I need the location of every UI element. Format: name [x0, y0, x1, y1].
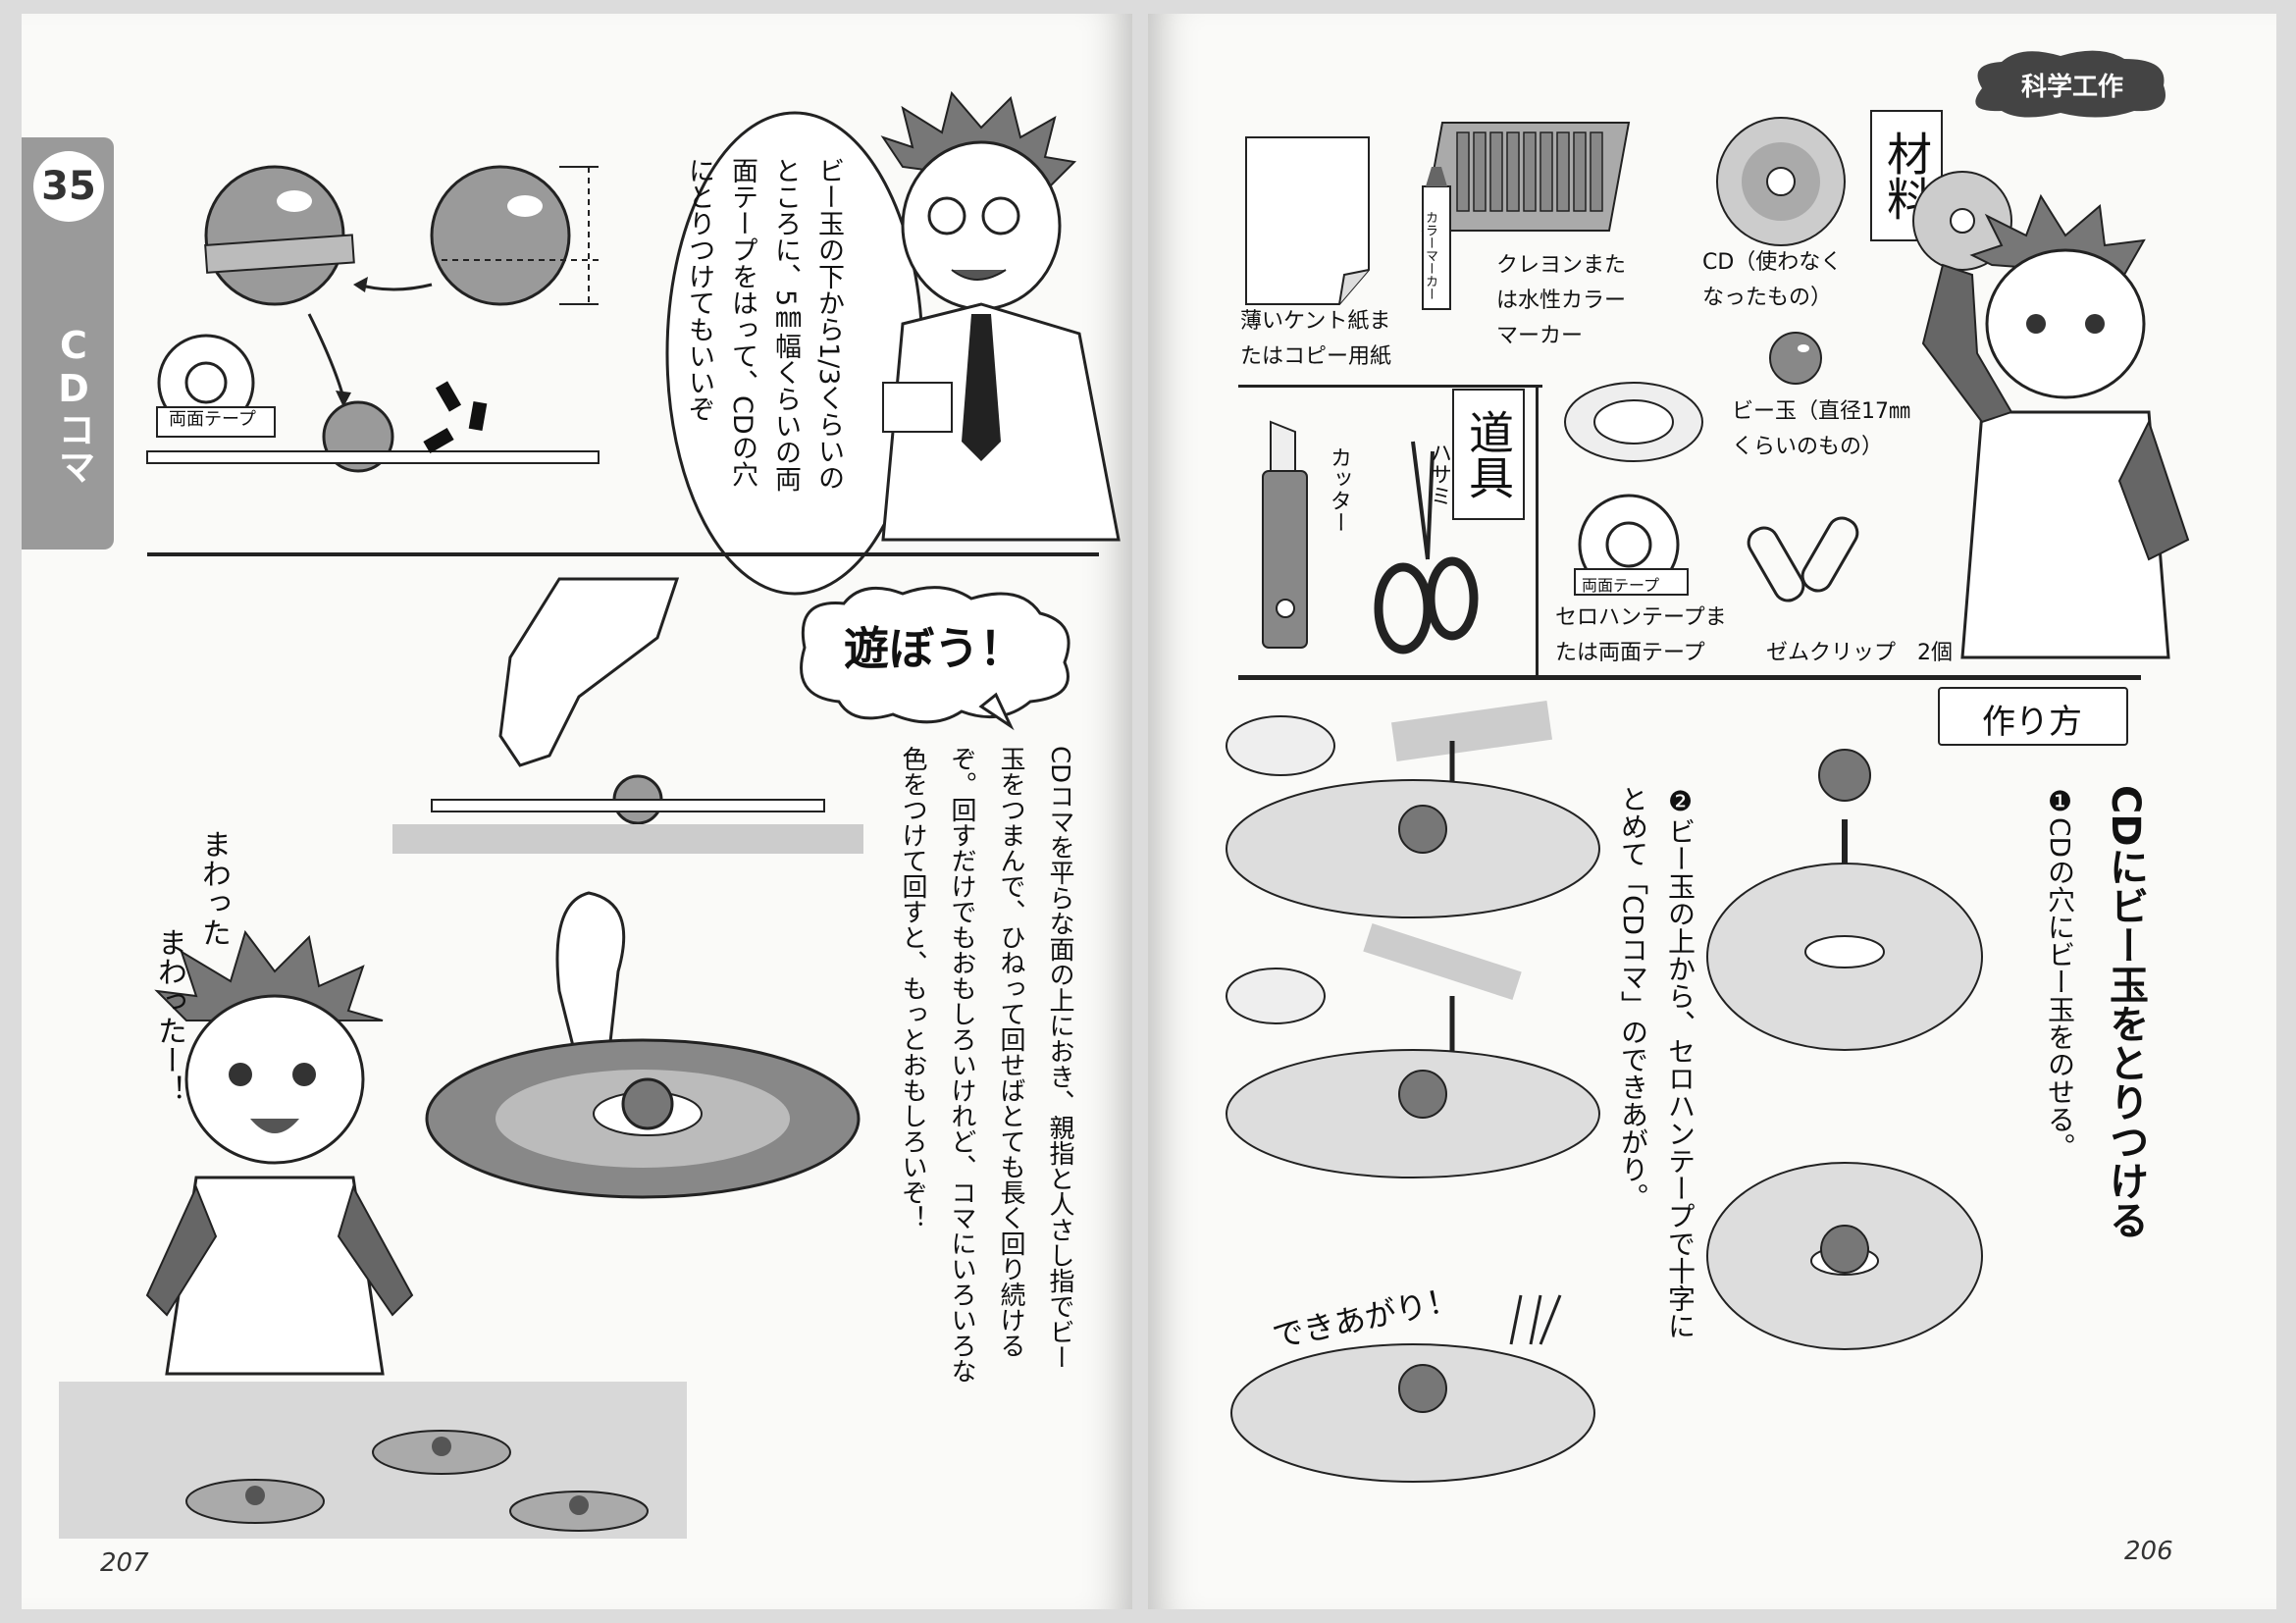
tools-box-border	[1536, 385, 1539, 675]
spinning-cd-illustration	[425, 891, 861, 1199]
marble-attach-diagram	[146, 165, 600, 473]
teacher-illustration	[880, 90, 1121, 542]
play-bubble	[800, 586, 1070, 731]
cd-label: CD（使わなくなったもの）	[1702, 250, 1843, 310]
marker-icon	[1422, 167, 1451, 310]
clips-label: ゼムクリップ 2個	[1766, 641, 1953, 665]
scissors-label: ハサミ	[1427, 442, 1451, 506]
chapter-number: 35	[33, 151, 104, 222]
boy-illustration	[145, 929, 414, 1376]
tape-roll-label: 両面テープ	[1582, 576, 1660, 595]
speech-bubble-text: ビー玉の下から1/3くらいの ところに、5㎜幅くらいの両 面テープをはって、CD…	[684, 157, 844, 493]
play-title: 遊ぼう！	[844, 622, 1024, 675]
step1-marble-drop	[1706, 749, 1983, 1051]
spinning-cds-on-table	[185, 1430, 649, 1532]
paper-icon	[1245, 136, 1370, 305]
corner-badge-cloud	[1975, 50, 2166, 118]
cd-icon	[1716, 117, 1846, 246]
page-number-left: 207	[100, 1548, 149, 1578]
step-title: CDにビー玉をとりつける	[2103, 785, 2148, 1239]
step1-cd-with-marble	[1706, 1162, 1983, 1350]
crayon-box-icon	[1421, 122, 1631, 232]
cutter-icon	[1262, 420, 1308, 649]
step2-text: ❷ビー玉の上から、セロハンテープで十字にとめて「CDコマ」のできあがり。	[1617, 785, 1696, 1339]
scissors-icon	[1374, 441, 1479, 654]
double-sided-tape-roll-icon	[1574, 494, 1689, 596]
tape-roll-icon	[1564, 382, 1703, 462]
materials-bottom	[1238, 675, 2141, 678]
cutter-label: カッター	[1327, 446, 1351, 533]
paper-clips-icon	[1747, 516, 1859, 602]
tape-label-right: セロハンテープまたは両面テープ	[1555, 605, 1727, 665]
hand-spinning-illustration	[392, 577, 863, 854]
tools-heading: 道具	[1452, 389, 1525, 520]
step2-tape-first	[1226, 701, 1600, 918]
materials-divider	[1238, 385, 1542, 388]
divider-line	[147, 552, 1099, 556]
howto-divider	[1238, 677, 2141, 680]
howto-sign-label: 作り方	[1982, 703, 2082, 742]
page-number-right: 206	[2124, 1537, 2173, 1566]
finished-cd-top	[1230, 1294, 1595, 1483]
boy-exclaim-2: まわったー！	[152, 927, 186, 1104]
howto-sign	[1938, 687, 2128, 746]
boy-exclaim-1: まわった	[196, 829, 231, 947]
boy-with-cd-illustration	[1912, 171, 2190, 659]
marble-icon	[1769, 332, 1822, 385]
tape-label: 両面テープ	[169, 409, 256, 430]
step2-tape-second	[1226, 923, 1600, 1178]
corner-badge: 科学工作	[2021, 73, 2124, 102]
step1-text: ❶CDの穴にビー玉をのせる。	[2044, 785, 2076, 1161]
double-sided-tape-icon	[156, 334, 276, 438]
paper-label: 薄いケント紙またはコピー用紙	[1240, 309, 1392, 369]
crayon-label: クレヨンまたは水性カラーマーカー	[1496, 253, 1627, 348]
marker-label: カラーマーカー	[1423, 211, 1437, 300]
chapter-title: CDコマ	[52, 324, 95, 485]
play-instructions: CDコマを平らな面の上におき、親指と人さし指でビー 玉をつまんで、ひねって回せば…	[898, 746, 1074, 1384]
